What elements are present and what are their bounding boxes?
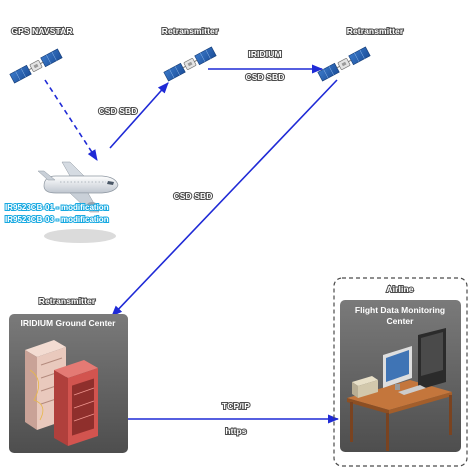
retransmitter-label: Retransmitter (162, 26, 219, 36)
link-label: https (225, 426, 246, 436)
link-label: IRIDIUM (248, 49, 281, 59)
monitoring-center-title: Center (387, 316, 415, 326)
aircraft-to-retransmitter-link (109, 82, 169, 149)
airline-boundary (333, 277, 468, 467)
airline-label: Airline (386, 284, 413, 294)
aircraft-shadow (44, 229, 116, 243)
ground-center-title: IRIDIUM Ground Center (21, 318, 117, 328)
device-label: IR9523CB-03 - modification (5, 215, 109, 224)
airplane-icon (37, 161, 119, 213)
monitoring-center-title: Flight Data Monitoring (355, 305, 445, 315)
retransmitter-satellite-icon (317, 46, 371, 82)
device-label: IR9523CB-01 - modification (5, 203, 109, 212)
retransmitter-label: Retransmitter (39, 296, 96, 306)
link-label: CSD SBD (246, 72, 285, 82)
link-label: CSD SBD (174, 191, 213, 201)
link-label: TCP/IP (222, 401, 250, 411)
gps-to-aircraft-link (44, 79, 98, 161)
retransmitter-satellite-icon (163, 46, 217, 82)
computer-desk-icon (347, 328, 452, 451)
retransmitter-to-ground-link (111, 79, 338, 317)
link-label: CSD SBD (99, 106, 138, 116)
gps-label: GPS NAVSTAR (11, 26, 72, 36)
gps-satellite-icon (9, 48, 63, 84)
retransmitter-label: Retransmitter (347, 26, 404, 36)
server-rack-icon (25, 340, 98, 446)
